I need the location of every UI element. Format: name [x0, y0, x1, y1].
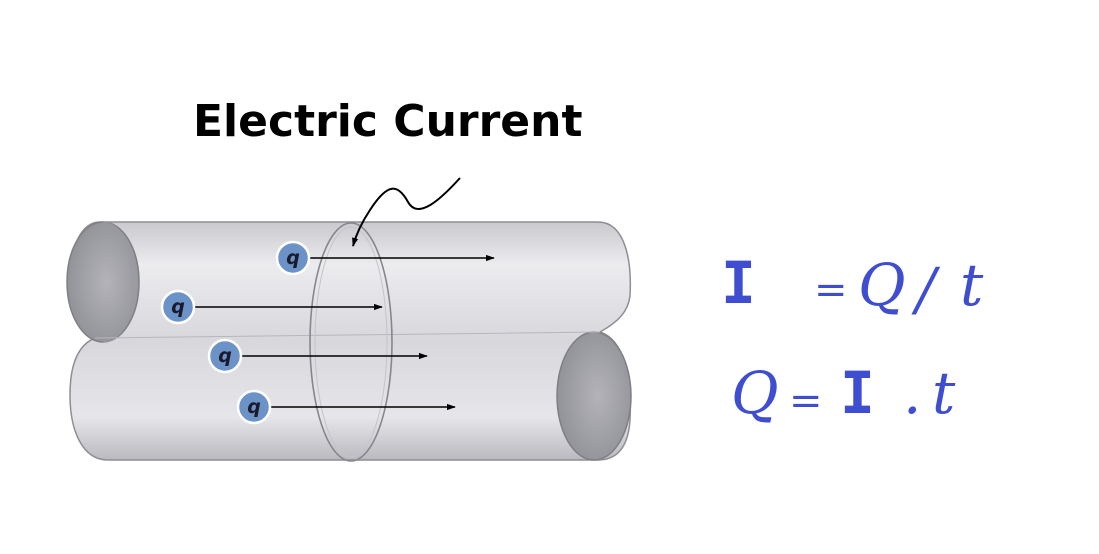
equation-current: I = Q / t	[721, 249, 984, 323]
tube-right-opening	[556, 331, 632, 461]
tube-left-opening-rim	[102, 221, 134, 343]
charge-label: q	[218, 345, 232, 367]
charge-label: q	[286, 247, 300, 269]
charge-circle	[207, 338, 243, 374]
charge-flow: q q q q	[160, 240, 495, 425]
eq2-equals: =	[789, 378, 823, 424]
charge-circle	[236, 389, 272, 425]
pointer-arrow	[352, 177, 461, 247]
charge-circle	[160, 289, 196, 325]
diagram-title: Electric Current	[193, 96, 583, 147]
charge-circle	[275, 240, 311, 276]
conductor-tube	[66, 221, 632, 462]
cross-section-ring-inner	[314, 226, 388, 458]
equation-charge: Q = I . t	[731, 359, 956, 427]
eq2-current-symbol: I	[840, 359, 875, 427]
eq1-equals: =	[814, 267, 848, 313]
eq1-current-symbol: I	[721, 249, 756, 317]
eq2-charge-symbol: Q	[731, 359, 779, 427]
eq1-slash: /	[911, 255, 941, 323]
eq1-time-symbol: t	[960, 251, 984, 319]
charge-label: q	[247, 396, 261, 418]
eq1-charge-symbol: Q	[858, 251, 906, 319]
cross-section-ring	[309, 222, 393, 462]
eq2-time-symbol: t	[932, 359, 956, 427]
eq2-dot: .	[903, 359, 921, 427]
charge-label: q	[171, 296, 185, 318]
tube-left-opening	[66, 221, 140, 343]
tube-seam	[94, 331, 601, 339]
